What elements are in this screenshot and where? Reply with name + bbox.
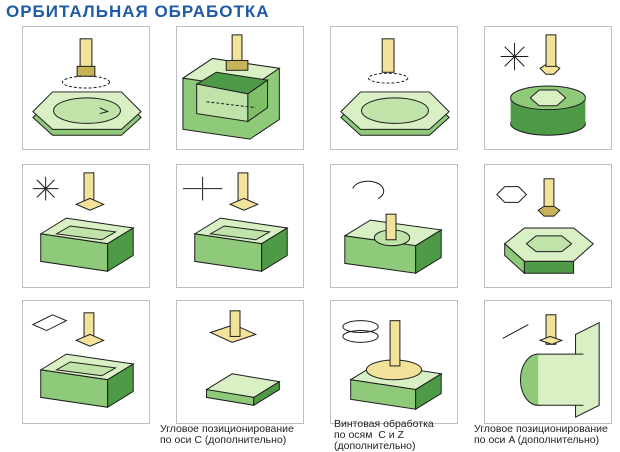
panel-c-axis [176, 300, 304, 424]
square-pocket-3-illustration [31, 312, 135, 409]
circular-pocket-2-illustration [340, 38, 450, 136]
caption-helical: Винтовая обработка по осям C и Z (дополн… [334, 418, 434, 452]
panel-helical [330, 300, 458, 424]
square-pocket-illustration [32, 172, 135, 273]
panel-hex-pocket [484, 164, 612, 288]
panel-hex-recess [484, 26, 612, 150]
a-axis-illustration [502, 314, 600, 418]
panel-slot-cut [330, 164, 458, 288]
crosshair-arrows-icon [32, 176, 59, 201]
c-axis-illustration [205, 310, 281, 407]
helical-illustration [342, 320, 443, 411]
circular-pocket-illustration [32, 38, 142, 136]
panel-square-pocket-3 [22, 300, 150, 424]
slot-cut-illustration [343, 180, 443, 275]
panel-square-pocket-2 [176, 164, 304, 288]
crosshair-arrows-icon [500, 42, 529, 71]
panel-square-pocket [22, 164, 150, 288]
panel-circular-pocket [22, 26, 150, 150]
page-title: ОРБИТАЛЬНАЯ ОБРАБОТКА [6, 2, 270, 21]
panel-circular-pocket-2 [330, 26, 458, 150]
hex-recess-illustration [500, 34, 586, 136]
open-box-pocket-illustration [181, 34, 281, 140]
caption-a-axis: Угловое позиционирование по оси A (допол… [474, 423, 608, 446]
square-pocket-2-illustration [182, 172, 289, 273]
hex-pocket-illustration [496, 178, 595, 275]
caption-c-axis: Угловое позиционирование по оси C (допол… [160, 423, 294, 446]
panel-open-box-pocket [176, 26, 304, 150]
crosshair-arrows-icon [182, 176, 223, 201]
panel-a-axis [484, 300, 612, 424]
